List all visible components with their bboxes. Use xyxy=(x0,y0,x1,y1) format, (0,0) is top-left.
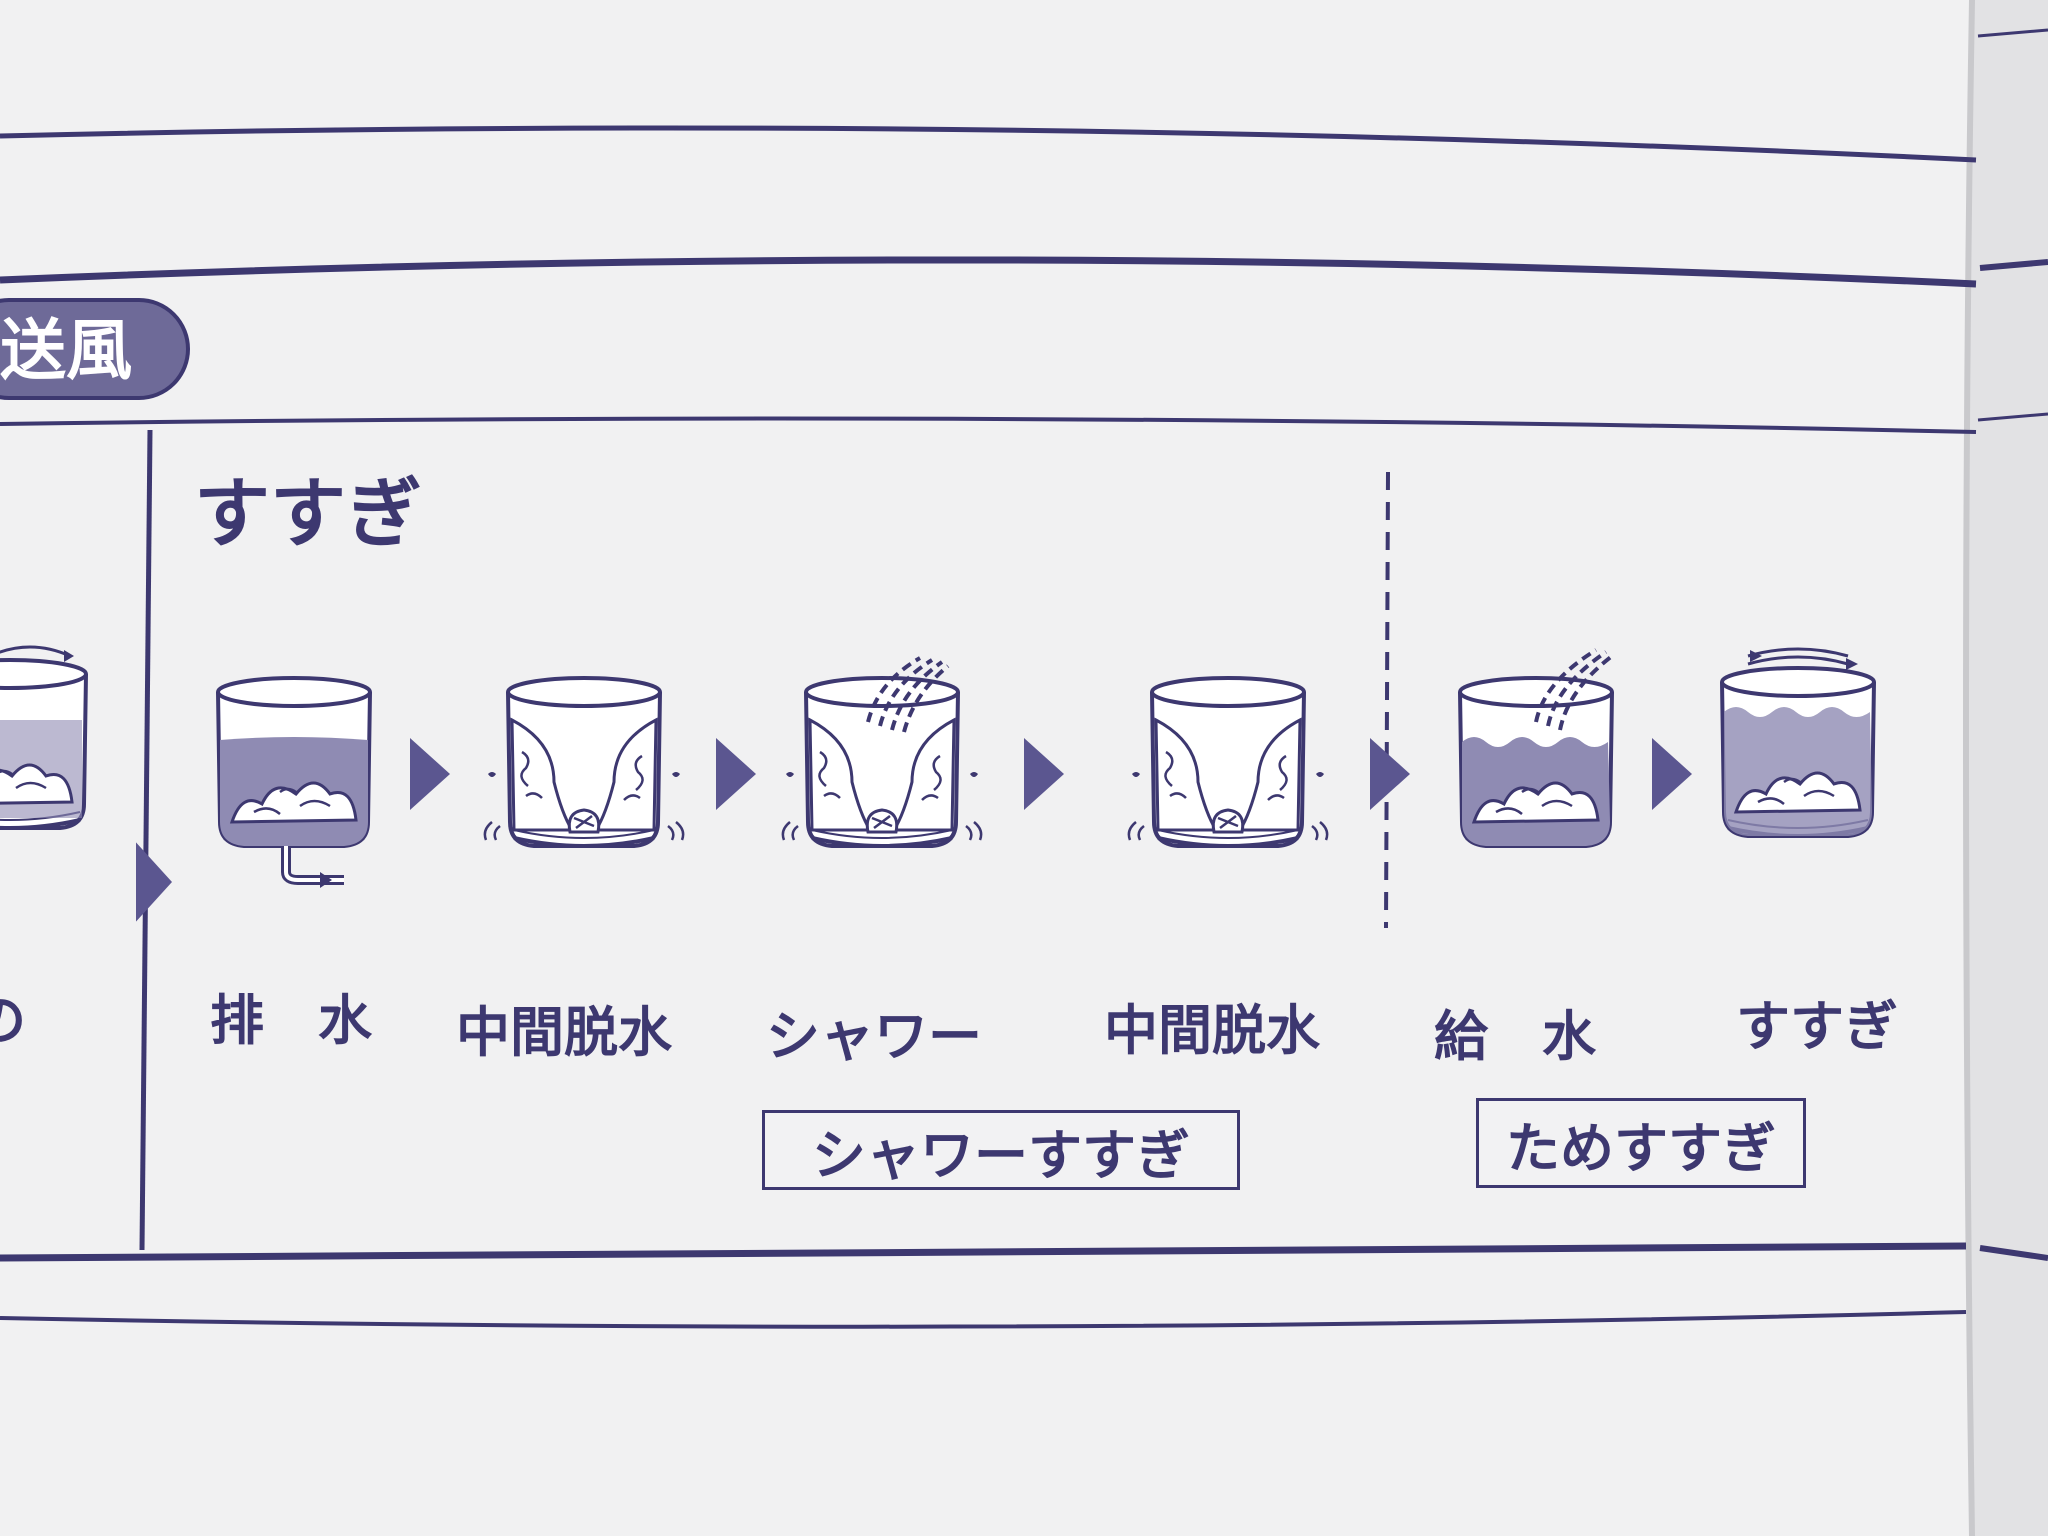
tub-drain-icon xyxy=(216,676,372,888)
group-label-shower-rinse: シャワーすすぎ xyxy=(762,1110,1240,1190)
step-label-spin-2: 中間脱水 xyxy=(1104,999,1320,1062)
step-label-spin-1: 中間脱水 xyxy=(456,1001,672,1064)
group-label-tame-rinse: ためすすぎ xyxy=(1476,1098,1806,1188)
rule-line xyxy=(0,125,1977,163)
section-title: すすぎ xyxy=(194,469,422,558)
tub-fill-icon xyxy=(1458,648,1614,848)
rule-line xyxy=(0,1242,1967,1262)
partial-tub-icon xyxy=(0,645,88,830)
header-tab-label: 送風 xyxy=(0,312,132,389)
header-tab xyxy=(0,298,190,400)
step-label-rinse: すすぎ xyxy=(1736,995,1898,1058)
group-divider-dashed xyxy=(1384,471,1390,929)
tub-spin-icon xyxy=(483,676,685,848)
rule-line xyxy=(0,416,1977,434)
tub-rinse-rotate-icon xyxy=(1720,647,1876,838)
rule-line xyxy=(0,1310,1967,1329)
section-divider xyxy=(139,429,153,1251)
tub-shower-spin-icon xyxy=(781,656,983,848)
rule-line xyxy=(0,256,1977,288)
step-label-shower: シャワー xyxy=(766,1005,982,1068)
step-label-fill: 給 水 xyxy=(1434,1005,1596,1068)
left-partial-label: の xyxy=(0,994,26,1048)
tub-spin-icon xyxy=(1127,676,1329,848)
facing-page-edge xyxy=(1966,0,2048,1536)
step-label-drain: 排 水 xyxy=(210,989,372,1052)
